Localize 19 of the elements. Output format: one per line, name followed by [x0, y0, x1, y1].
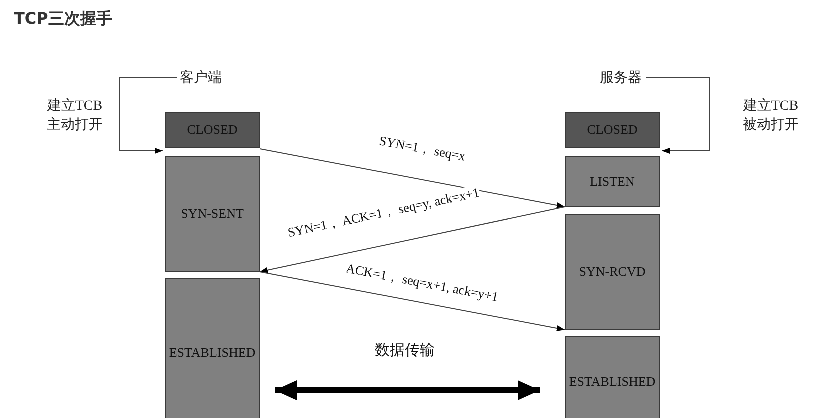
arrow — [260, 206, 566, 274]
annotation-text: 建立TCB 主动打开 — [46, 97, 104, 135]
arrow — [260, 148, 566, 208]
endpoint-label: 服务器 — [600, 69, 642, 87]
edge-label: 数据传输 — [374, 344, 436, 358]
state-box: CLOSED — [565, 112, 660, 148]
annotation-text: 建立TCB 被动打开 — [742, 97, 800, 135]
arrow — [260, 272, 566, 332]
bracket-arrow — [120, 78, 178, 154]
title: TCP三次握手 — [14, 9, 112, 30]
state-box: ESTABLISHED — [165, 278, 260, 418]
state-box: SYN-SENT — [165, 156, 260, 272]
double-arrow — [275, 380, 540, 400]
state-box: LISTEN — [565, 156, 660, 207]
endpoint-label: 客户端 — [180, 69, 222, 87]
bracket-arrow — [646, 78, 710, 154]
state-box: CLOSED — [165, 112, 260, 148]
state-box: ESTABLISHED — [565, 336, 660, 418]
state-box: SYN-RCVD — [565, 214, 660, 330]
